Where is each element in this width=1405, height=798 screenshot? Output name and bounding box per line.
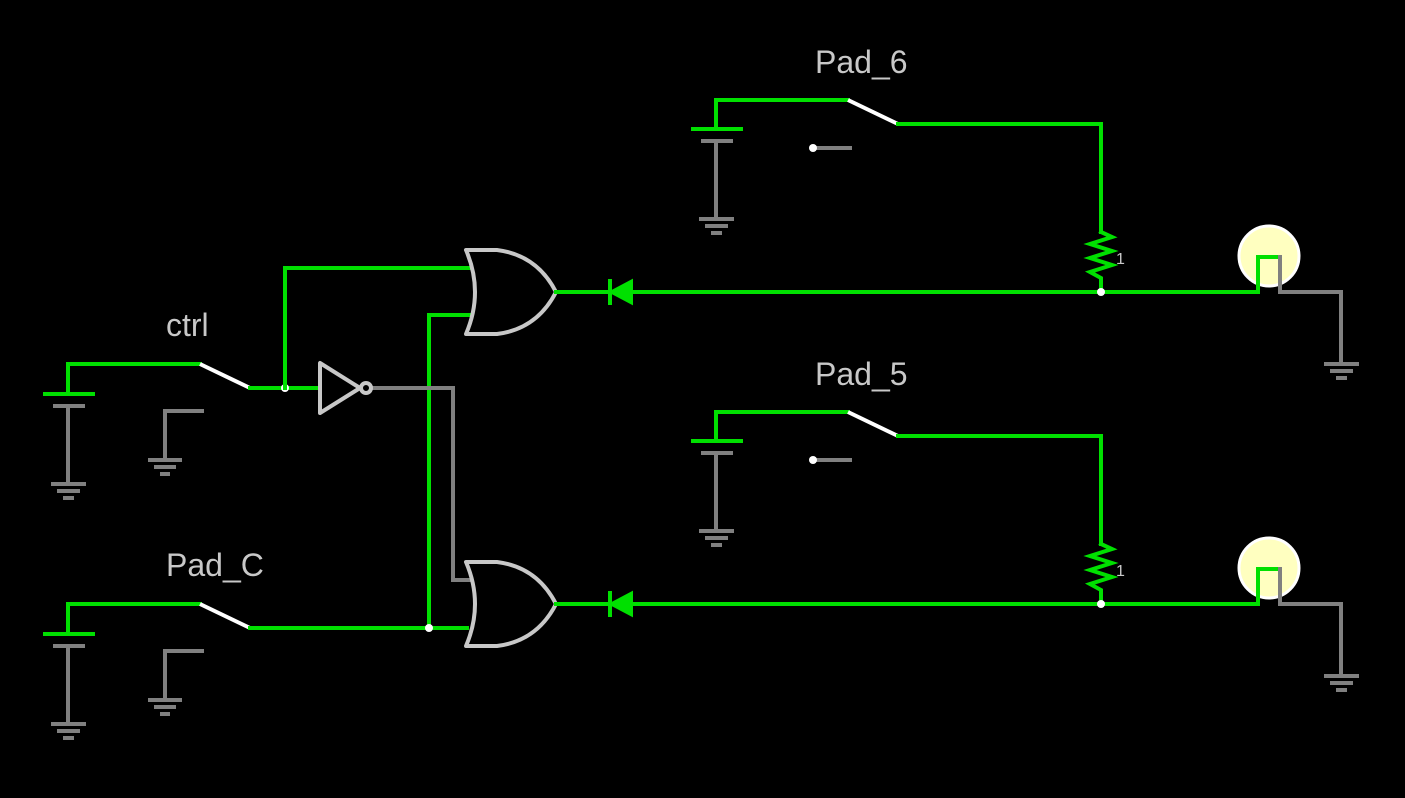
wire xyxy=(66,602,202,636)
ground-icon xyxy=(148,458,182,476)
battery-icon xyxy=(691,439,743,533)
wire xyxy=(283,266,472,390)
wire xyxy=(714,410,850,443)
ground-icon xyxy=(699,217,734,235)
switch-label-pad-6: Pad_6 xyxy=(815,44,908,80)
ground-icon xyxy=(51,722,86,740)
ground-icon xyxy=(699,529,734,547)
resistor-icon xyxy=(1083,541,1119,606)
wire xyxy=(896,434,1103,546)
switch-pad-c-group: Pad_C xyxy=(43,547,469,740)
not-gate xyxy=(318,361,373,415)
switch-label-pad-5: Pad_5 xyxy=(815,356,908,392)
switch-off-terminal xyxy=(163,649,204,702)
ground-icon xyxy=(1324,362,1359,380)
switch-label-pad-c: Pad_C xyxy=(166,547,264,583)
junction-dot xyxy=(1097,600,1105,608)
battery-icon xyxy=(43,632,95,726)
switch-off-terminal xyxy=(163,409,204,462)
wire xyxy=(370,386,472,582)
resistor-icon xyxy=(1083,229,1119,294)
diode-icon xyxy=(607,590,633,618)
switch-pad-c[interactable] xyxy=(199,602,251,630)
switch-pad-5-group: Pad_5 1 xyxy=(691,356,1125,608)
lamp-bottom xyxy=(1237,536,1359,692)
switch-pad-6[interactable] xyxy=(847,98,899,126)
or-gate-top xyxy=(464,248,558,336)
switch-ctrl[interactable] xyxy=(199,362,251,390)
diode-icon xyxy=(607,278,633,306)
lamp-top xyxy=(1237,224,1359,380)
wire xyxy=(896,122,1103,234)
battery-icon xyxy=(43,392,95,486)
switch-ctrl-group: ctrl xyxy=(43,307,322,500)
wire xyxy=(629,255,1260,294)
resistor-value: 1 xyxy=(1116,563,1125,580)
ground-icon xyxy=(148,698,182,716)
terminal-dot xyxy=(809,456,817,464)
wire xyxy=(714,98,850,131)
switch-label-ctrl: ctrl xyxy=(166,307,209,343)
wire xyxy=(427,313,472,630)
ground-icon xyxy=(1324,674,1359,692)
junction-dot xyxy=(425,624,433,632)
terminal-dot xyxy=(809,144,817,152)
wire xyxy=(66,362,202,396)
switch-pad-5[interactable] xyxy=(847,410,899,438)
wire xyxy=(629,567,1260,606)
or-gate-bottom xyxy=(464,560,558,648)
junction-dot xyxy=(1097,288,1105,296)
ground-icon xyxy=(51,482,86,500)
battery-icon xyxy=(691,127,743,221)
resistor-value: 1 xyxy=(1116,251,1125,268)
switch-pad-6-group: Pad_6 1 xyxy=(691,44,1125,296)
